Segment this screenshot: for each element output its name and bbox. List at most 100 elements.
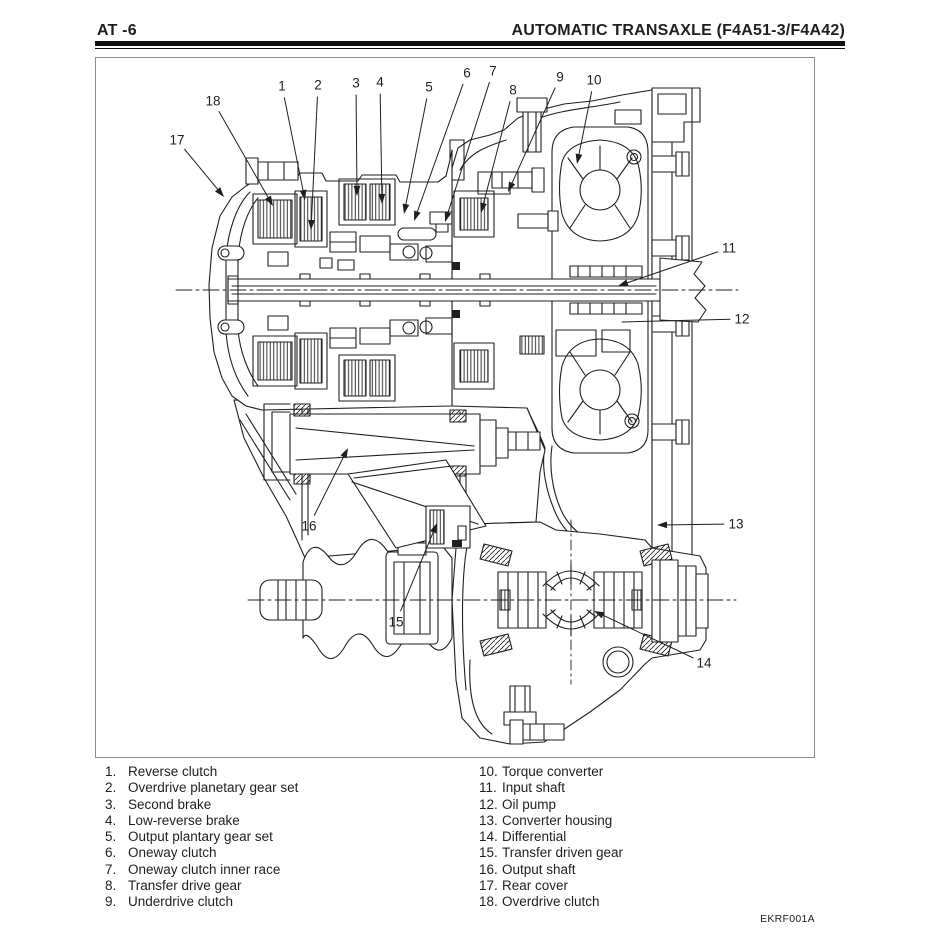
callout-leader-line xyxy=(595,611,694,659)
header-rule xyxy=(95,41,845,46)
callout-number: 1 xyxy=(278,79,286,94)
callout-arrowhead xyxy=(444,211,452,222)
legend-item-number: 2. xyxy=(105,780,117,796)
clutch-pack xyxy=(299,196,323,242)
oil-pump xyxy=(555,329,597,357)
header-rule-thin xyxy=(95,48,845,49)
callout-number: 7 xyxy=(489,64,497,79)
legend-item: 3.Second brake xyxy=(105,797,298,813)
legend-item: 9.Underdrive clutch xyxy=(105,894,298,910)
callout-number: 8 xyxy=(509,83,517,98)
legend-item: 14.Differential xyxy=(479,829,623,845)
legend-item-label: Torque converter xyxy=(502,764,604,779)
legend-item-label: Differential xyxy=(502,829,567,845)
callout-leader-line xyxy=(283,97,306,199)
legend-column-left: 1. Reverse clutch 2. Overdrive planetary ge… xyxy=(105,764,298,911)
legend-item-number: 13. xyxy=(479,812,498,828)
housing-bolt xyxy=(651,419,690,445)
legend-item-number: 12. xyxy=(479,796,498,812)
legend-item-number: 1. xyxy=(105,764,117,779)
callout-number: 11 xyxy=(722,241,736,256)
legend-item-label: Overdrive planetary gear set xyxy=(128,780,299,796)
legend-item-label: Rear cover xyxy=(502,878,569,894)
centerlines xyxy=(175,289,739,685)
callout-leader-line xyxy=(379,93,383,203)
callout-number: 2 xyxy=(314,78,322,93)
legend-item-number: 10. xyxy=(479,764,498,779)
callout-arrowhead xyxy=(340,448,348,459)
callout-leader-line xyxy=(184,148,224,196)
callout-arrowhead xyxy=(594,611,605,619)
legend-item-number: 7. xyxy=(105,861,117,877)
callout-arrowhead xyxy=(508,181,516,192)
legend-item: 17.Rear cover xyxy=(479,878,623,894)
legend-item: 5.Output plantary gear set xyxy=(105,829,298,845)
callout-arrowhead xyxy=(308,219,315,230)
legend-item-label: Low-reverse brake xyxy=(128,812,240,828)
legend-item: 8. Transfer drive gear xyxy=(105,878,298,894)
legend-item-label: Overdrive clutch xyxy=(502,894,600,910)
legend-item: 4. Low-reverse brake xyxy=(105,813,298,829)
legend-item-label: Output shaft xyxy=(502,861,576,877)
callout-number: 4 xyxy=(376,75,384,90)
legend-item: 11.Input shaft xyxy=(479,780,623,796)
legend-item: 15.Transfer driven gear xyxy=(479,845,623,861)
legend-item-number: 4. xyxy=(105,812,117,828)
callout-arrowhead xyxy=(480,202,487,213)
legend-item: 13.Converter housing xyxy=(479,813,623,829)
housing-bolt xyxy=(651,151,690,177)
callout-leader-line xyxy=(658,523,725,526)
callout-arrowhead xyxy=(414,210,421,221)
callout-number: 6 xyxy=(463,66,471,81)
housing-bolt xyxy=(651,235,690,261)
callout-arrowhead xyxy=(378,193,386,204)
legend-item-number: 15. xyxy=(479,845,498,861)
section-title: AUTOMATIC TRANSAXLE (F4A51-3/F4A42) xyxy=(511,22,845,39)
callout-leader-line xyxy=(313,449,348,516)
legend-item-number: 5. xyxy=(105,829,117,845)
legend-item-number: 16. xyxy=(479,861,498,877)
legend-item-number: 11. xyxy=(479,780,497,796)
legend-item-number: 8. xyxy=(105,878,117,894)
callout-arrowhead xyxy=(575,153,583,164)
callout-number: 14 xyxy=(696,656,712,671)
legend-item-label: Second brake xyxy=(128,796,212,812)
callout-arrowhead xyxy=(353,185,361,196)
brake-pack xyxy=(369,183,391,221)
output-shaft-assembly xyxy=(263,403,509,549)
page-number: AT -6 xyxy=(97,22,137,39)
legend-item-number: 18. xyxy=(479,894,498,910)
callout-leader-line xyxy=(400,524,437,612)
clutch-pack xyxy=(257,199,293,239)
legend-item-label: Transfer driven gear xyxy=(502,845,624,861)
callout-arrowhead xyxy=(618,279,629,286)
callout-number: 5 xyxy=(425,80,433,95)
callout-leader-line xyxy=(218,110,273,205)
callout-leader-line xyxy=(414,83,464,220)
gear-train xyxy=(227,167,707,455)
legend-item-label: Transfer drive gear xyxy=(128,878,242,894)
callout-number: 12 xyxy=(734,312,749,327)
legend-item: 10. Torque converter xyxy=(479,764,623,780)
callout-number: 10 xyxy=(586,73,601,88)
callout-number: 17 xyxy=(169,133,184,148)
legend-item-label: Converter housing xyxy=(502,812,613,828)
legend-item-label: Reverse clutch xyxy=(128,764,218,779)
legend-item-number: 6. xyxy=(105,845,117,861)
callout-leader-line xyxy=(621,318,731,323)
callout-number: 18 xyxy=(205,94,220,109)
callout-arrowhead xyxy=(265,195,273,206)
legend-item-label: Underdrive clutch xyxy=(128,894,234,910)
legend-item-label: Oneway clutch xyxy=(128,845,217,861)
legend-item: 18.Overdrive clutch xyxy=(479,894,623,910)
brake-pack xyxy=(343,183,367,221)
legend-item: 1. Reverse clutch xyxy=(105,764,298,780)
legend-item-label: Oil pump xyxy=(502,796,557,812)
callout-number: 3 xyxy=(352,76,360,91)
legend-item: 2. Overdrive planetary gear set xyxy=(105,780,298,796)
callout-arrowhead xyxy=(402,203,410,214)
callout-number: 13 xyxy=(728,517,743,532)
